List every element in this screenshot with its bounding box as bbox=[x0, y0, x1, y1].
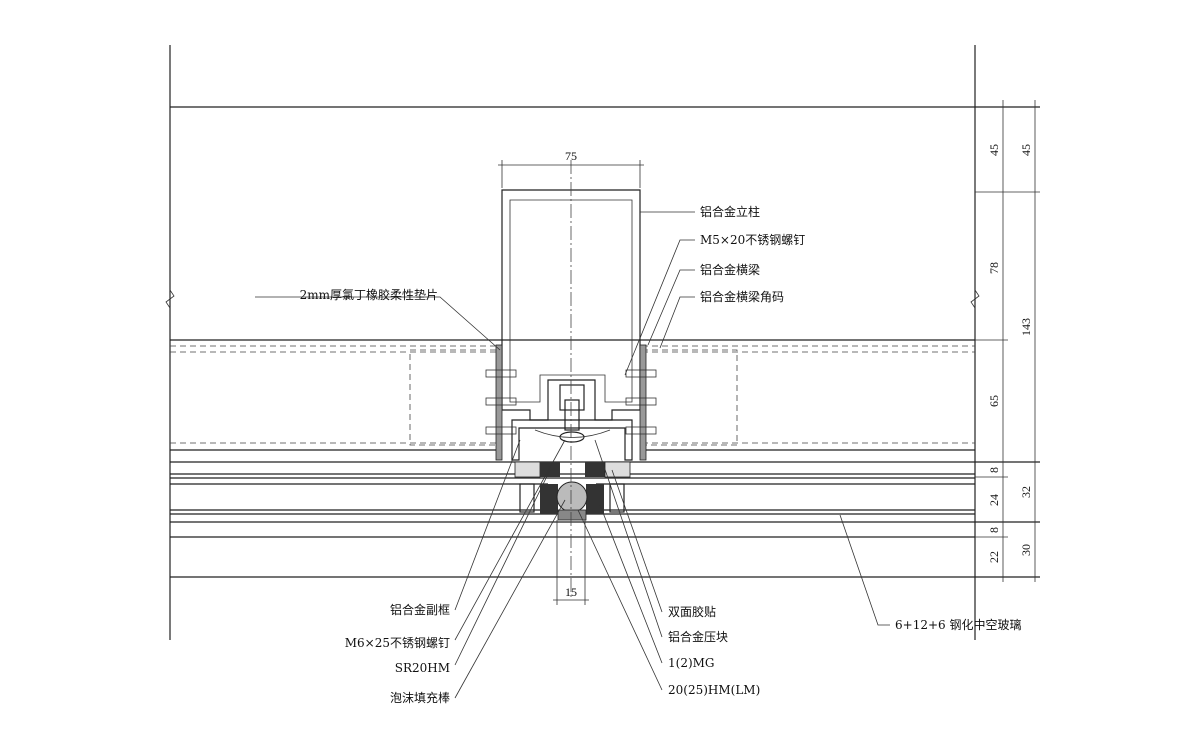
label-gasket: 2mm厚氯丁橡胶柔性垫片 bbox=[300, 287, 438, 302]
leader-lines bbox=[255, 211, 890, 699]
dimension-joint-width: 15 bbox=[553, 520, 589, 605]
dim-45a: 45 bbox=[987, 144, 1001, 156]
label-sub-frame: 铝合金副框 bbox=[390, 602, 450, 617]
label-transom-bracket: 铝合金横梁角码 bbox=[700, 289, 784, 304]
label-hm-lm: 20(25)HM(LM) bbox=[668, 683, 760, 697]
label-glass: 6+12+6 钢化中空玻璃 bbox=[895, 617, 1021, 632]
label-sr20hm: SR20HM bbox=[395, 661, 450, 675]
label-pressure-block: 铝合金压块 bbox=[668, 629, 728, 644]
dim-78: 78 bbox=[987, 262, 1001, 274]
dimension-chain-right: 45 78 65 8 24 8 22 45 143 32 30 bbox=[975, 100, 1040, 582]
dim-8b: 8 bbox=[987, 527, 1001, 533]
label-mg: 1(2)MG bbox=[668, 656, 715, 670]
dim-8a: 8 bbox=[987, 467, 1001, 473]
dim-22: 22 bbox=[987, 551, 1001, 563]
callout-labels: 铝合金立柱 M5×20不锈钢螺钉 铝合金横梁 铝合金横梁角码 2mm厚氯丁橡胶柔… bbox=[300, 204, 1022, 705]
label-foam-rod: 泡沫填充棒 bbox=[390, 690, 450, 705]
dim-32: 32 bbox=[1019, 486, 1033, 498]
dim-65: 65 bbox=[987, 395, 1001, 407]
dim-143: 143 bbox=[1019, 318, 1033, 336]
dimension-mullion-width: 75 bbox=[498, 149, 644, 188]
dim-45b: 45 bbox=[1019, 144, 1033, 156]
dim-75: 75 bbox=[565, 149, 577, 163]
label-m6-screw: M6×25不锈钢螺钉 bbox=[345, 636, 450, 650]
label-mullion: 铝合金立柱 bbox=[700, 204, 760, 219]
structure-lines bbox=[165, 45, 1040, 640]
dim-15: 15 bbox=[565, 585, 577, 599]
dim-24: 24 bbox=[987, 494, 1001, 506]
label-transom: 铝合金横梁 bbox=[700, 262, 760, 277]
dim-30: 30 bbox=[1019, 544, 1033, 556]
label-m5-screw: M5×20不锈钢螺钉 bbox=[700, 233, 805, 247]
label-double-tape: 双面胶贴 bbox=[668, 604, 716, 619]
aluminum-mullion bbox=[485, 189, 657, 521]
